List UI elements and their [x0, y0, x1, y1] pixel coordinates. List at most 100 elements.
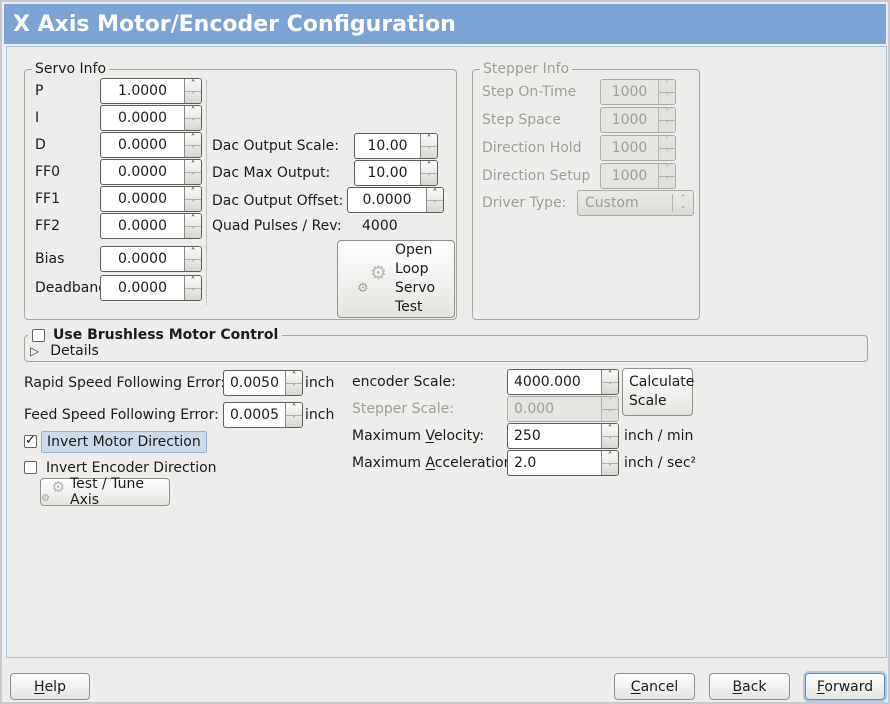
- ff2-value[interactable]: 0.0000: [118, 218, 167, 234]
- spin-up-icon[interactable]: ˄: [185, 133, 201, 146]
- invert-motor-direction-label[interactable]: Invert Motor Direction: [47, 434, 201, 450]
- cancel-button[interactable]: Cancel: [614, 673, 695, 700]
- spin-up-icon[interactable]: ˄: [185, 276, 201, 289]
- spinner-arrows[interactable]: ˄˅: [184, 276, 201, 300]
- spin-up-icon[interactable]: ˄: [185, 106, 201, 119]
- encoder-scale-spinbox[interactable]: 4000.000 ˄˅: [507, 369, 619, 395]
- spin-up-icon[interactable]: ˄: [185, 214, 201, 227]
- d-spinbox[interactable]: 0.0000 ˄˅: [100, 132, 202, 158]
- rapid-following-error-spinbox[interactable]: 0.0050 ˄˅: [223, 370, 303, 396]
- spin-up-icon[interactable]: ˄: [286, 371, 302, 384]
- spin-up-icon[interactable]: ˄: [286, 403, 302, 416]
- forward-button[interactable]: Forward: [805, 673, 885, 700]
- use-brushless-checkbox[interactable]: [32, 328, 45, 342]
- ff0-value[interactable]: 0.0000: [118, 164, 167, 180]
- spin-up-icon[interactable]: ˄: [421, 134, 437, 147]
- use-brushless-label[interactable]: Use Brushless Motor Control: [53, 327, 279, 343]
- spin-down-icon[interactable]: ˅: [190, 172, 196, 184]
- help-button[interactable]: Help: [10, 673, 90, 700]
- spinner-arrows[interactable]: ˄˅: [184, 160, 201, 184]
- direction-hold-spinbox: 1000 ˄˅: [600, 135, 676, 161]
- maximum-velocity-spinbox[interactable]: 250 ˄˅: [507, 423, 619, 449]
- spinner-arrows[interactable]: ˄˅: [184, 247, 201, 271]
- spinner-arrows[interactable]: ˄˅: [420, 161, 437, 185]
- dac-output-offset-value[interactable]: 0.0000: [362, 192, 412, 208]
- spin-down-icon[interactable]: ˅: [291, 383, 297, 395]
- spin-down-icon[interactable]: ˅: [607, 436, 613, 448]
- spin-down-icon[interactable]: ˅: [607, 463, 613, 475]
- details-label[interactable]: Details: [50, 343, 99, 359]
- spin-down-icon[interactable]: ˅: [190, 118, 196, 130]
- spin-up-icon[interactable]: ˄: [421, 161, 437, 174]
- i-value[interactable]: 0.0000: [118, 110, 167, 126]
- ff1-spinbox[interactable]: 0.0000 ˄˅: [100, 186, 202, 212]
- p-spinbox[interactable]: 1.0000 ˄˅: [100, 78, 202, 104]
- spin-down-icon[interactable]: ˅: [432, 200, 438, 212]
- spin-down-icon[interactable]: ˅: [426, 146, 432, 158]
- spin-up-icon[interactable]: ˄: [185, 160, 201, 173]
- deadband-value[interactable]: 0.0000: [118, 280, 167, 296]
- spin-down-icon[interactable]: ˅: [190, 226, 196, 238]
- invert-motor-direction-label-highlight[interactable]: Invert Motor Direction: [41, 431, 207, 453]
- d-value[interactable]: 0.0000: [118, 137, 167, 153]
- spin-down-icon[interactable]: ˅: [190, 145, 196, 157]
- spinner-arrows[interactable]: ˄˅: [601, 370, 618, 394]
- invert-encoder-direction-label[interactable]: Invert Encoder Direction: [46, 460, 217, 476]
- dac-output-offset-spinbox[interactable]: 0.0000 ˄˅: [347, 187, 444, 213]
- spin-down-icon[interactable]: ˅: [190, 288, 196, 300]
- open-loop-button-label: Open Loop Servo Test: [394, 242, 436, 315]
- spinner-arrows[interactable]: ˄˅: [285, 371, 302, 395]
- open-loop-servo-test-button[interactable]: ⚙ ⚙ Open Loop Servo Test: [337, 240, 455, 318]
- spin-down-icon[interactable]: ˅: [190, 259, 196, 271]
- spinner-arrows[interactable]: ˄˅: [184, 187, 201, 211]
- invert-motor-direction-checkbox[interactable]: ✓: [24, 433, 37, 448]
- spin-down-icon[interactable]: ˅: [291, 415, 297, 427]
- spinner-arrows[interactable]: ˄˅: [601, 451, 618, 475]
- spinner-arrows[interactable]: ˄˅: [285, 403, 302, 427]
- p-value[interactable]: 1.0000: [118, 83, 167, 99]
- spinner-arrows[interactable]: ˄˅: [426, 188, 443, 212]
- spinner-arrows[interactable]: ˄˅: [184, 214, 201, 238]
- encoder-scale-value[interactable]: 4000.000: [514, 374, 581, 390]
- spinner-arrows[interactable]: ˄˅: [184, 133, 201, 157]
- dac-output-scale-value[interactable]: 10.00: [367, 138, 408, 154]
- rapid-following-error-value[interactable]: 0.0050: [230, 375, 279, 391]
- bias-spinbox[interactable]: 0.0000 ˄˅: [100, 246, 202, 272]
- spin-down-icon[interactable]: ˅: [190, 199, 196, 211]
- maximum-acceleration-value[interactable]: 2.0: [514, 455, 537, 471]
- feed-following-error-spinbox[interactable]: 0.0005 ˄˅: [223, 402, 303, 428]
- spin-up-icon[interactable]: ˄: [185, 79, 201, 92]
- spin-up-icon[interactable]: ˄: [185, 187, 201, 200]
- maximum-velocity-value[interactable]: 250: [514, 428, 541, 444]
- ff0-spinbox[interactable]: 0.0000 ˄˅: [100, 159, 202, 185]
- spin-up-icon[interactable]: ˄: [602, 451, 618, 464]
- dac-max-output-spinbox[interactable]: 10.00 ˄˅: [354, 160, 438, 186]
- spinner-arrows[interactable]: ˄˅: [601, 424, 618, 448]
- spinner-arrows[interactable]: ˄˅: [420, 134, 437, 158]
- details-expander[interactable]: ▷ Details: [30, 343, 99, 359]
- dac-max-output-value[interactable]: 10.00: [367, 165, 408, 181]
- invert-encoder-direction-checkbox[interactable]: [24, 461, 37, 474]
- spin-up-icon[interactable]: ˄: [427, 188, 443, 201]
- spin-up-icon[interactable]: ˄: [602, 424, 618, 437]
- i-spinbox[interactable]: 0.0000 ˄˅: [100, 105, 202, 131]
- dac-output-scale-spinbox[interactable]: 10.00 ˄˅: [354, 133, 438, 159]
- spin-down-icon[interactable]: ˅: [190, 91, 196, 103]
- checkmark-icon: ✓: [25, 433, 36, 448]
- ff2-spinbox[interactable]: 0.0000 ˄˅: [100, 213, 202, 239]
- ff1-value[interactable]: 0.0000: [118, 191, 167, 207]
- spinner-arrows[interactable]: ˄˅: [184, 79, 201, 103]
- deadband-spinbox[interactable]: 0.0000 ˄˅: [100, 275, 202, 301]
- expander-collapsed-icon[interactable]: ▷: [30, 344, 40, 358]
- spin-down-icon[interactable]: ˅: [607, 382, 613, 394]
- test-tune-axis-button[interactable]: ⚙ ⚙ Test / Tune Axis: [40, 476, 170, 508]
- spin-up-icon[interactable]: ˄: [185, 247, 201, 260]
- spinner-arrows[interactable]: ˄˅: [184, 106, 201, 130]
- spin-up-icon[interactable]: ˄: [602, 370, 618, 383]
- maximum-acceleration-spinbox[interactable]: 2.0 ˄˅: [507, 450, 619, 476]
- spin-down-icon[interactable]: ˅: [426, 173, 432, 185]
- feed-following-error-value[interactable]: 0.0005: [230, 407, 279, 423]
- back-button[interactable]: Back: [709, 673, 790, 700]
- bias-value[interactable]: 0.0000: [118, 251, 167, 267]
- calculate-scale-button[interactable]: Calculate Scale: [622, 368, 694, 416]
